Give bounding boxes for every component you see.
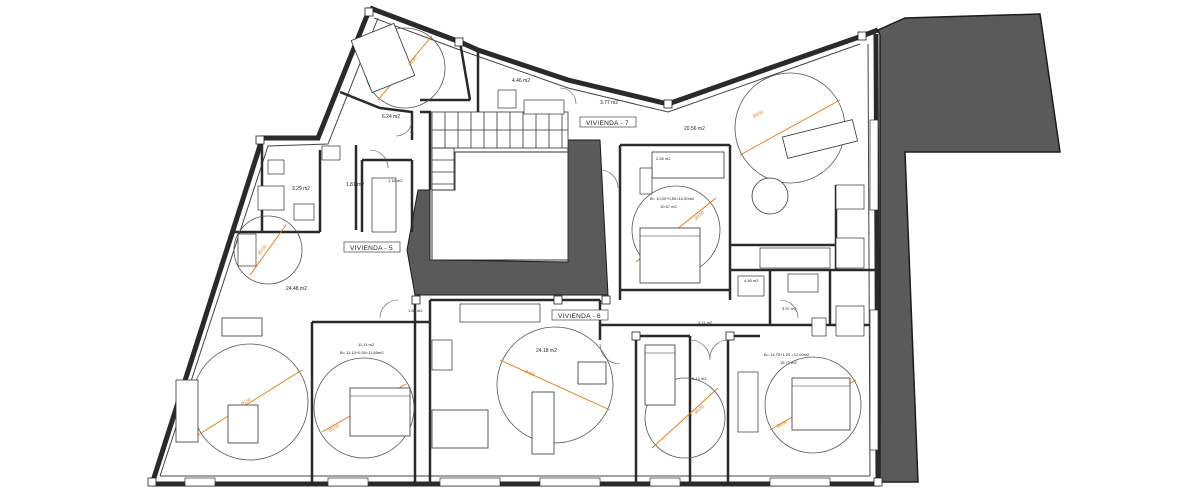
area-v5-laundry: 1.16 m2 — [388, 178, 403, 183]
turning-circle-v6-bedroom2 — [644, 377, 726, 459]
area-v7-hall: 3.77 m2 — [600, 100, 618, 106]
turning-circle-v5-bath — [233, 215, 303, 285]
area-shared-bath: 4.46 m2 — [512, 78, 530, 84]
area-v6-living: 24.18 m2 — [536, 348, 557, 354]
diameter-label: Ø150 — [407, 55, 418, 67]
wall-v5-bedroom — [339, 90, 414, 140]
exterior-wall-top-left — [369, 5, 879, 107]
light-well — [431, 151, 569, 261]
area-v7-bedroom: 10.57 m2 — [660, 204, 677, 209]
area-v7-closet: 2.26 m2 — [656, 156, 671, 161]
diameter-label: Ø150 — [752, 109, 765, 119]
area-v5-top-bedroom: 6.24 m2 — [382, 114, 400, 120]
formula-v7-bedroom: B= 10,00+0,50=10,50m2 — [650, 196, 695, 201]
diameter-label: Ø150 — [240, 397, 252, 407]
diameter-label: Ø150 — [776, 419, 788, 429]
area-v6-bedroom3: 15.71 m2 — [780, 360, 797, 365]
formula-v6-bedroom3: B= 14,75+1,25 =12,00m2 — [764, 352, 810, 357]
turning-circle-v6-bedroom3 — [764, 356, 862, 454]
formula-v6-bedroom: B= 11,10+0,50=11,60m2 — [340, 350, 384, 355]
diameter-label: Ø150 — [693, 210, 705, 221]
windows — [184, 119, 879, 487]
diameter-label: Ø150 — [328, 423, 340, 433]
diameter-label: Ø150 — [524, 368, 537, 377]
area-v6-bedroom: 11.11 m2 — [358, 342, 375, 347]
area-v5-bath: 3.29 m2 — [292, 186, 310, 192]
area-v7-living: 20.56 m2 — [684, 126, 705, 132]
turning-circle-v6-bedroom — [313, 357, 415, 459]
area-v6-closet: 1.63 m2 — [408, 308, 423, 313]
area-v6-bedroom2: 8.13 m2 — [692, 376, 707, 381]
turning-circle-v6-living — [496, 326, 614, 444]
area-v6-hall: 3.11 m2 — [698, 320, 713, 325]
area-v5-living: 24.48 m2 — [286, 286, 307, 292]
staircase — [431, 111, 569, 191]
area-v7-bath: 4.46 m2 — [744, 278, 759, 283]
light-well-mass — [406, 139, 609, 296]
sanitary-fixtures — [237, 89, 865, 433]
unit-label-v6: VIVIENDA - 6 — [558, 313, 601, 320]
adjacent-building-mass — [877, 13, 1061, 483]
area-v7-wc: 3.97 m2 — [782, 306, 797, 311]
diameter-label: Ø150 — [257, 243, 268, 255]
unit-label-v7: VIVIENDA - 7 — [586, 120, 629, 127]
unit-label-v5: VIVIENDA - 5 — [350, 245, 393, 252]
bed-furniture — [349, 22, 851, 437]
area-v5-corridor: 1.81 m2 — [346, 182, 364, 188]
diameter-label: Ø150 — [693, 403, 705, 414]
living-furniture — [175, 119, 859, 455]
